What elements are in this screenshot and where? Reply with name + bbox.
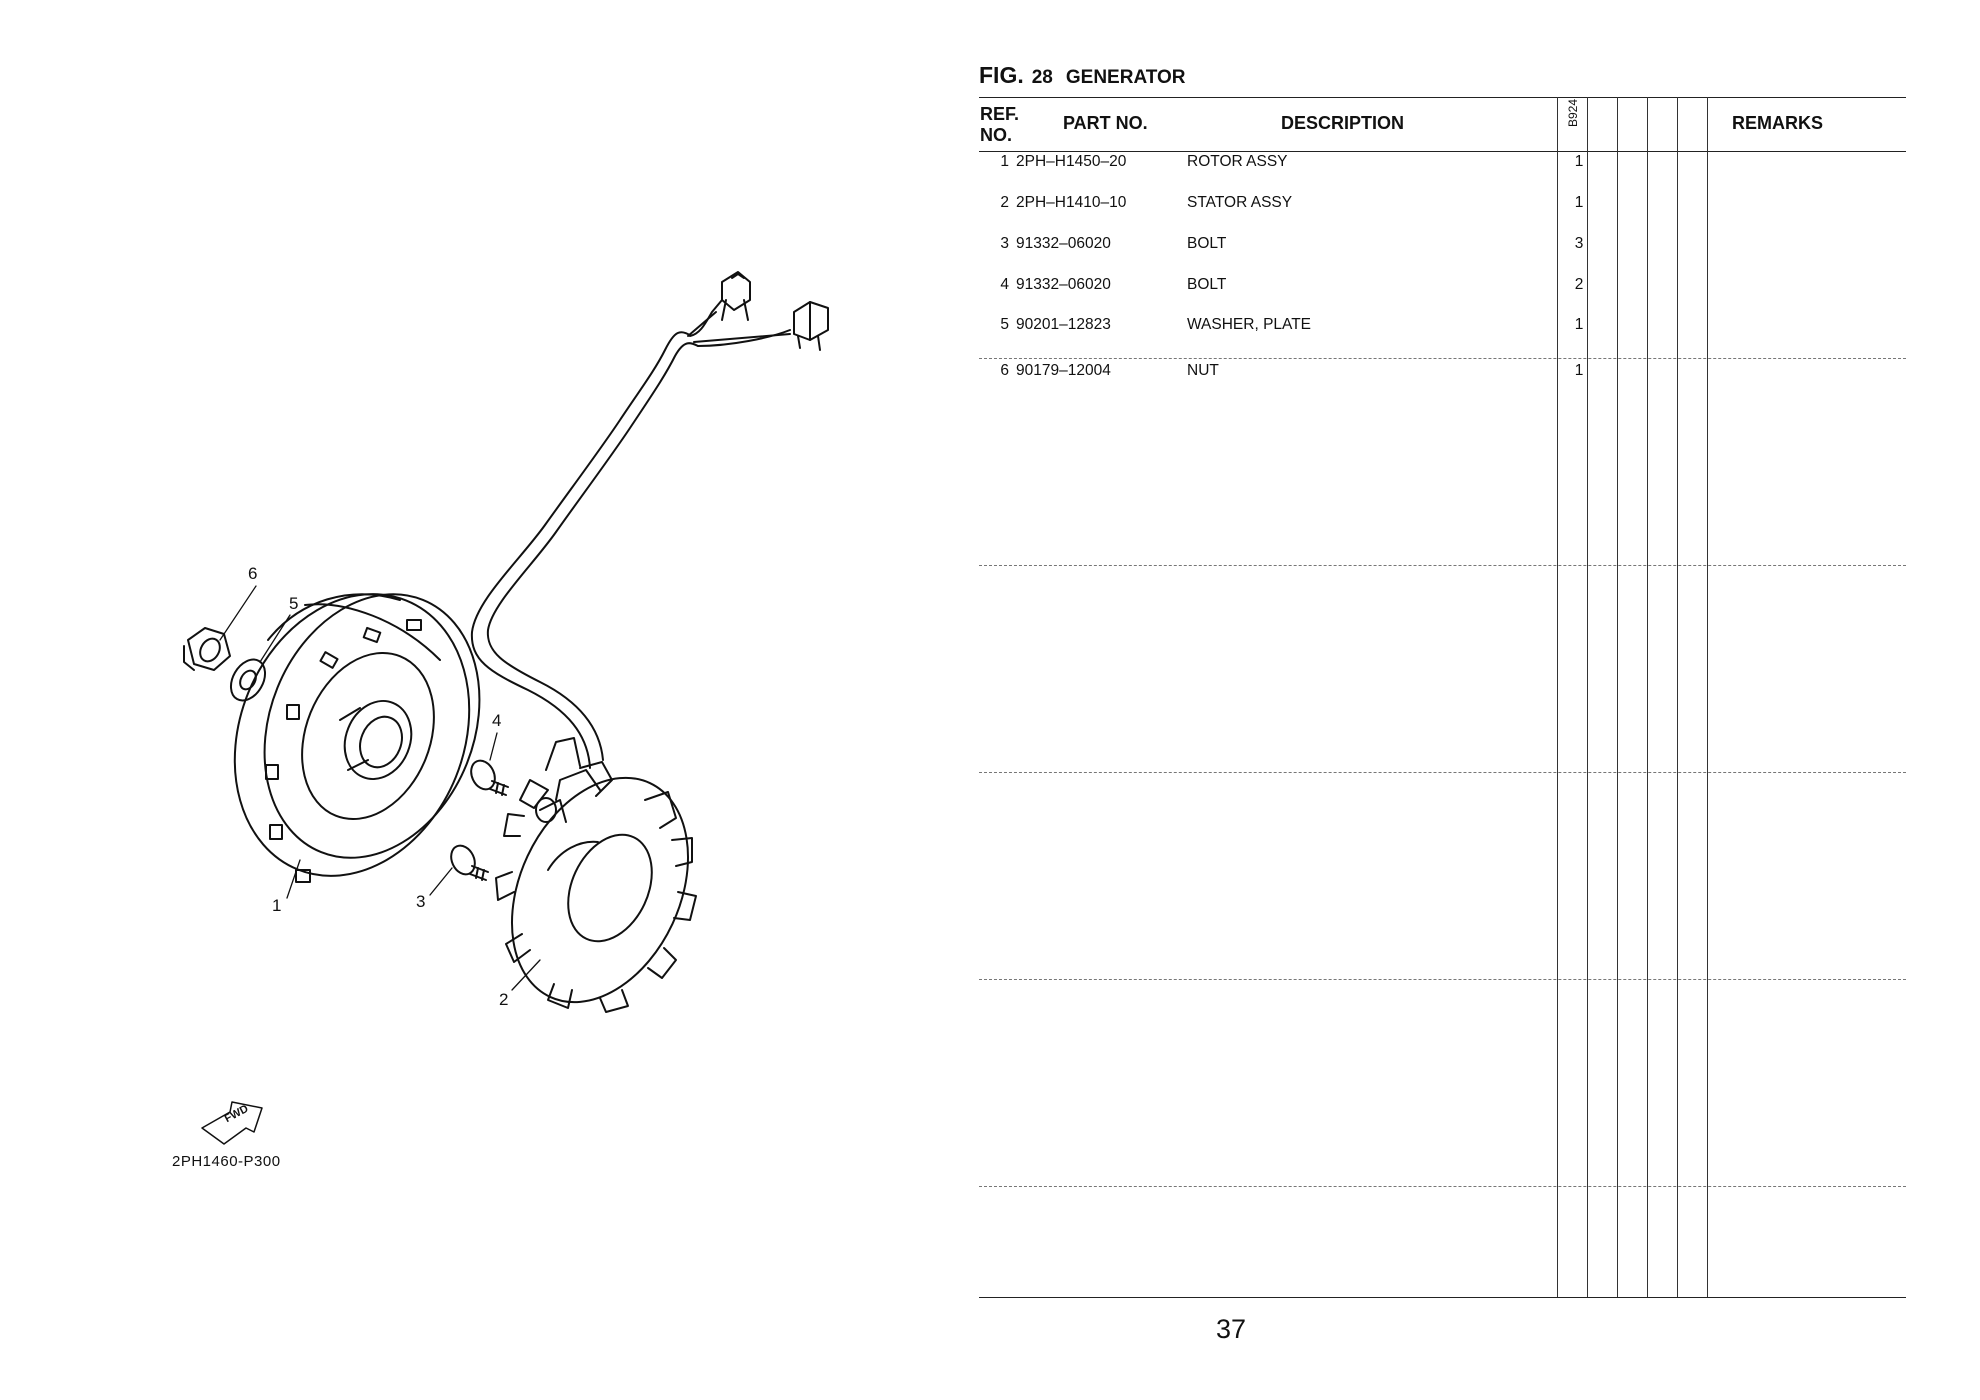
column-rule	[1677, 97, 1678, 1297]
quantity: 1	[1574, 362, 1584, 379]
quantity: 1	[1574, 153, 1584, 170]
callout-4: 4	[492, 711, 502, 730]
part-no: 90179–12004	[1016, 362, 1111, 379]
row-separator	[979, 979, 1906, 980]
figure-title: FIG. 28 GENERATOR	[979, 62, 1186, 89]
table-top-rule	[979, 97, 1906, 98]
header-part-no: PART NO.	[1063, 113, 1148, 133]
description: BOLT	[1187, 276, 1227, 293]
part-no: 91332–06020	[1016, 276, 1111, 293]
bolt-3-drawing	[450, 844, 489, 881]
ref-no: 3	[1000, 235, 1009, 252]
row-separator	[979, 565, 1906, 566]
part-no: 91332–06020	[1016, 235, 1111, 252]
ref-no: 2	[1000, 194, 1009, 211]
header-ref-line1: REF.	[980, 104, 1020, 124]
column-rule	[1707, 97, 1708, 1297]
bolt-4-drawing	[470, 759, 509, 796]
callout-leaders	[219, 585, 541, 991]
part-no: 2PH–H1450–20	[1016, 153, 1127, 170]
callout-3: 3	[416, 892, 426, 911]
ref-no: 6	[1000, 362, 1009, 379]
quantity: 2	[1574, 276, 1584, 293]
part-no: 90201–12823	[1016, 316, 1111, 333]
row-separator	[979, 358, 1906, 359]
harness-connectors	[721, 271, 829, 351]
column-rule	[1617, 97, 1618, 1297]
column-rule	[1557, 97, 1558, 1297]
row-separator	[979, 772, 1906, 773]
wiring-harness	[470, 299, 791, 769]
header-ref-no: REF. NO.	[980, 104, 1028, 146]
washer-plate-drawing	[229, 658, 267, 702]
callout-2: 2	[499, 990, 509, 1009]
column-rule	[1587, 97, 1588, 1297]
page-number: 37	[1216, 1314, 1247, 1344]
description: BOLT	[1187, 235, 1227, 252]
header-description: DESCRIPTION	[1281, 113, 1405, 133]
exploded-parts-diagram: 6 5 4 3 1 2 FWD 2PH1460-P300	[0, 0, 960, 1400]
figure-prefix: FIG.	[979, 62, 1024, 88]
rotor-assy-drawing	[233, 593, 481, 883]
ref-no: 1	[1000, 153, 1009, 170]
table-bottom-rule	[979, 1297, 1906, 1298]
description: ROTOR ASSY	[1187, 153, 1288, 170]
row-separator	[979, 1186, 1906, 1187]
quantity: 1	[1574, 194, 1584, 211]
header-remarks: REMARKS	[1732, 113, 1824, 133]
header-bottom-rule	[979, 151, 1906, 152]
callout-1: 1	[272, 896, 282, 915]
header-ref-line2: NO.	[980, 125, 1013, 145]
callout-5: 5	[289, 594, 299, 613]
figure-name: GENERATOR	[1065, 67, 1186, 88]
header-model-code: B924	[1566, 98, 1580, 127]
callout-6: 6	[248, 564, 258, 583]
stator-assy-drawing	[495, 737, 697, 1013]
nut-drawing	[183, 627, 231, 671]
quantity: 3	[1574, 235, 1584, 252]
diagram-code: 2PH1460-P300	[172, 1153, 281, 1170]
description: WASHER, PLATE	[1187, 316, 1312, 333]
description: NUT	[1187, 362, 1219, 379]
figure-number: 28	[1031, 67, 1053, 88]
ref-no: 4	[1000, 276, 1009, 293]
part-no: 2PH–H1410–10	[1016, 194, 1127, 211]
ref-no: 5	[1000, 316, 1009, 333]
description: STATOR ASSY	[1187, 194, 1293, 211]
quantity: 1	[1574, 316, 1584, 333]
column-rule	[1647, 97, 1648, 1297]
fwd-arrow-icon	[201, 1101, 263, 1145]
generator-diagram-drawing	[183, 271, 829, 1145]
